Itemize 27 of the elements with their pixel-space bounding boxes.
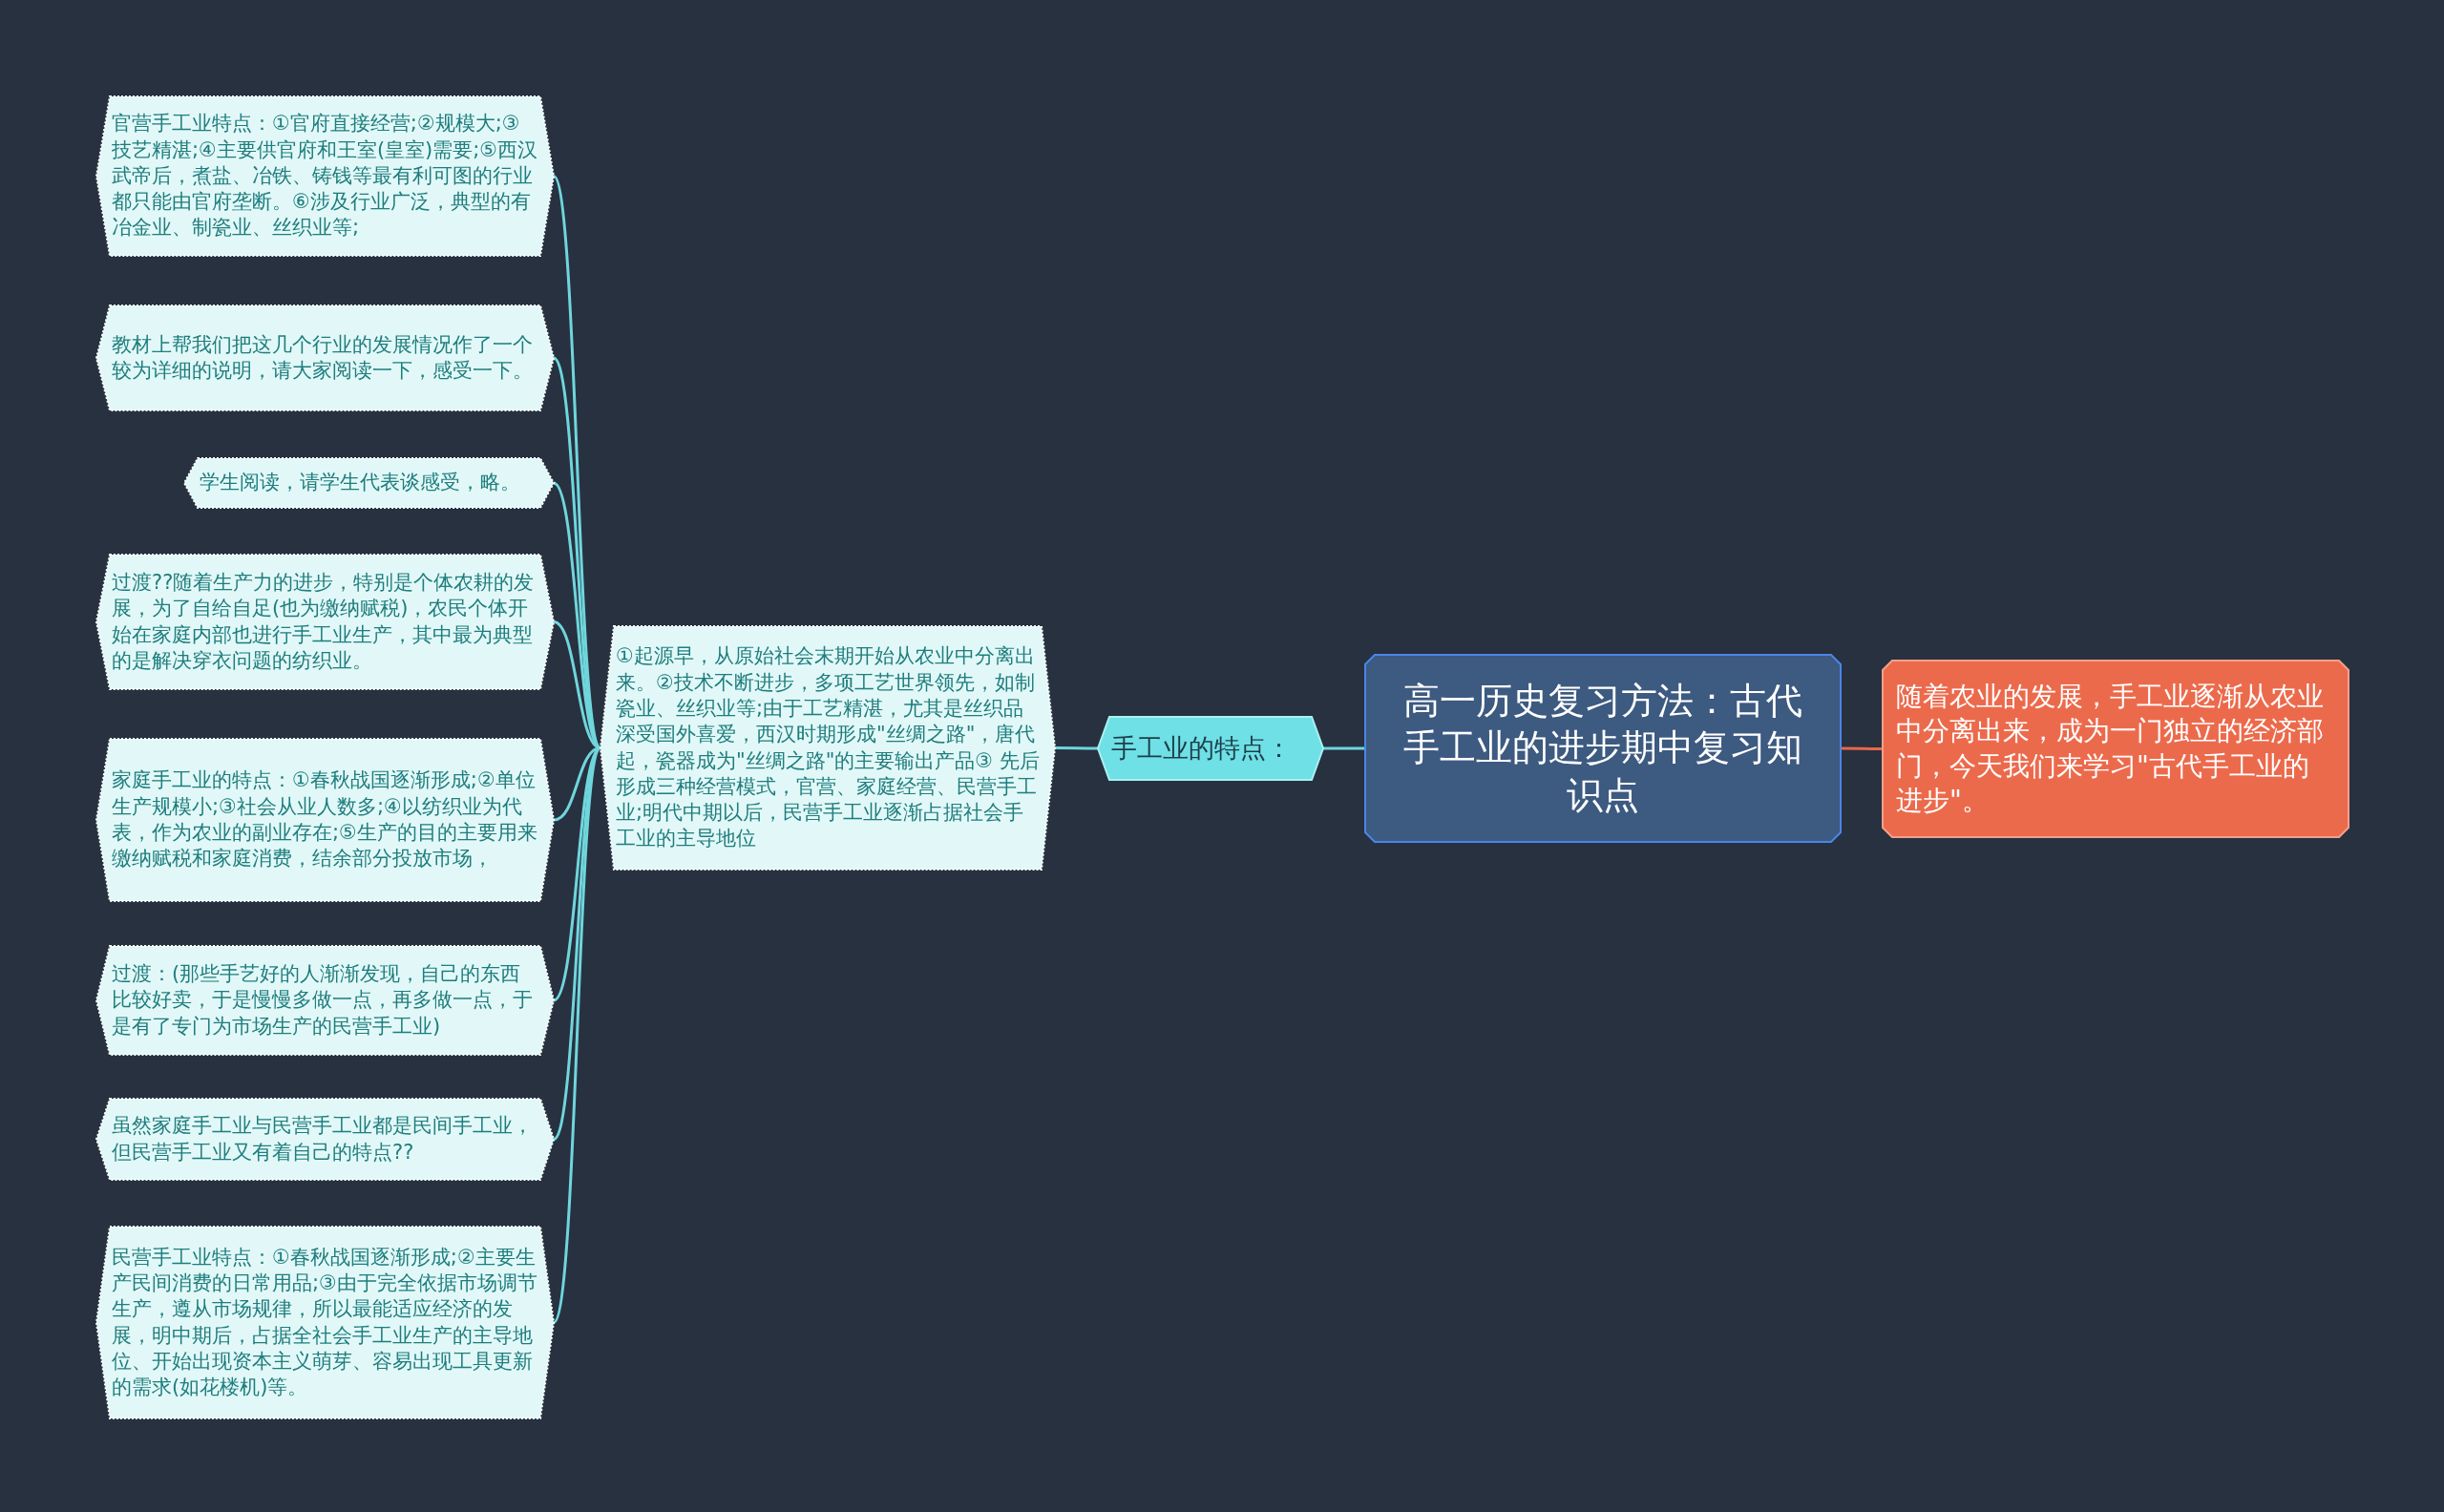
connector-line: [1055, 746, 1098, 750]
detail-box: [96, 946, 554, 1055]
detail-box: [96, 1099, 554, 1180]
node-text: 官营手工业特点：①官府直接经营;②规模大;③技艺精湛;④主要供官府和王室(皇室)需要;⑤西汉武帝后，煮盐、冶铁、铸钱等最有利可图的行业都只能由官府垄断。⑥涉及行业广泛，典型的有冶金业、制瓷业、丝织业等;: [112, 111, 538, 242]
root-topic-box: [1365, 655, 1841, 842]
node-text: 教材上帮我们把这几个行业的发展情况作了一个较为详细的说明，请大家阅读一下，感受一下。: [112, 331, 534, 384]
detail-box: [96, 739, 554, 901]
detail-box: [184, 458, 554, 508]
detail-box: [600, 626, 1055, 870]
intro-note-box: [1883, 661, 2349, 837]
node-text: 过渡??随着生产力的进步，特别是个体农耕的发展，为了自给自足(也为缴纳赋税)，农民个体开始在家庭内部也进行手工业生产，其中最为典型的是解决穿衣问题的纺织业。: [112, 569, 536, 674]
node-text: ①起源早，从原始社会末期开始从农业中分离出来。②技术不断进步，多项工艺世界领先，如制瓷业、丝织业等;由于工艺精湛，尤其是丝织品深受国外喜爱，西汉时期形成"丝绸之路"，唐代起，瓷器成为"丝绸之路"的主要输出产品③ 先后形成三种经营模式，官营、家庭经营、民营手工业;明代中期以后，民营手工业逐渐占据社会手工业的主导地位: [616, 643, 1040, 852]
node-text: 虽然家庭手工业与民营手工业都是民间手工业，但民营手工业又有着自己的特点??: [112, 1113, 534, 1166]
detail-box: [96, 1227, 554, 1418]
detail-box: [96, 305, 554, 410]
detail-box: [96, 555, 554, 689]
node-text: 过渡：(那些手艺好的人渐渐发现，自己的东西比较好卖，于是慢慢多做一点，再多做一点，于是有了专门为市场生产的民营手工业): [112, 961, 534, 1040]
node-text: 学生阅读，请学生代表谈感受，略。: [200, 470, 521, 496]
node-text: 手工业的特点：: [1111, 732, 1293, 766]
node-text: 随着农业的发展，手工业逐渐从农业中分离出来，成为一门独立的经济部门，今天我们来学习"古代手工业的进步"。: [1896, 679, 2325, 818]
node-text: 家庭手工业的特点：①春秋战国逐渐形成;②单位生产规模小;③社会从业人数多;④以纺织业为代表，作为农业的副业存在;⑤生产的目的主要用来缴纳赋税和家庭消费，结余部分投放市场，: [112, 767, 538, 872]
detail-box: [96, 96, 554, 256]
node-text: 高一历史复习方法：古代手工业的进步期中复习知识点: [1402, 678, 1803, 818]
subtopic-box: [1098, 717, 1323, 780]
connector-line: [1323, 746, 1365, 750]
node-text: 民营手工业特点：①春秋战国逐渐形成;②主要生产民间消费的日常用品;③由于完全依据市场调节生产，遵从市场规律，所以最能适应经济的发展，明中期后，占据全社会手工业生产的主导地位、开始出现资本主义萌芽、容易出现工具更新的需求(如花楼机)等。: [112, 1244, 538, 1401]
connector-line: [1841, 746, 1883, 750]
